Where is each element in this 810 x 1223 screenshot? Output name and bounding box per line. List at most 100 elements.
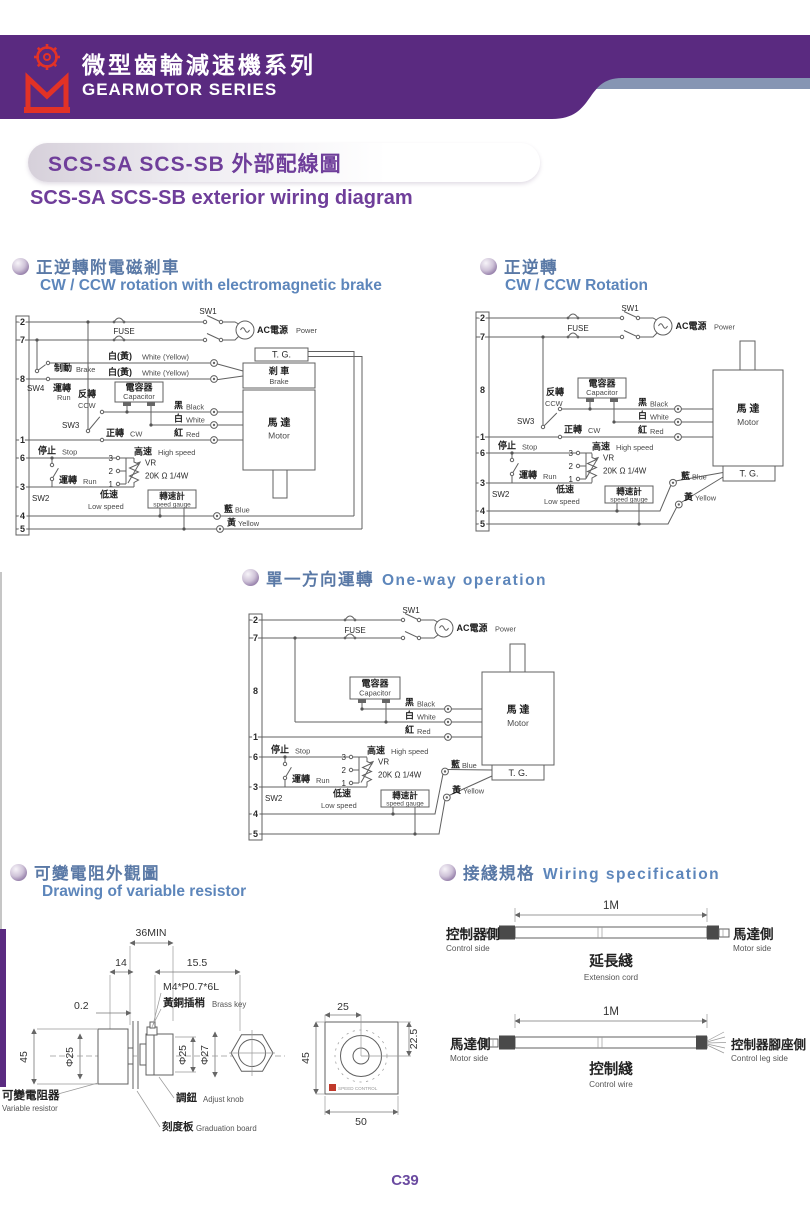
- label-red-zh: 紅: [638, 424, 647, 435]
- label-brass-zh: 黃銅插梢: [162, 996, 205, 1009]
- label-sel2: 2: [569, 462, 574, 471]
- page-title-pill: SCS-SA SCS-SB 外部配線圖: [28, 143, 540, 182]
- bullet-icon: [10, 864, 27, 881]
- label-white-en: White: [417, 713, 436, 722]
- speed-gauge-box: [147, 489, 197, 509]
- section-brake-title-en: CW / CCW rotation with electromagnetic b…: [40, 277, 382, 294]
- page-edge-bar: [0, 929, 6, 1087]
- svg-text:2: 2: [253, 615, 258, 625]
- label-sw3: SW3: [517, 417, 535, 426]
- label-yellow-en: Yellow: [238, 519, 260, 528]
- extension-cord: 1M 控制器側 Control side 馬達側 Motor side 延長綫 …: [446, 900, 774, 982]
- label-yellow-zh: 黃: [683, 491, 693, 502]
- label-sw3: SW3: [62, 421, 80, 430]
- svg-text:6: 6: [20, 453, 25, 463]
- wiring-diagram-rotation: 2 7 8 1 6 3 4 5 SW1 FUSE AC電源 Power 反轉 C…: [475, 305, 784, 532]
- label-red-en: Red: [417, 727, 431, 736]
- cable2-left-zh: 馬達側: [450, 1036, 491, 1052]
- label-wy-zh: 白(黃): [108, 366, 132, 377]
- label-black-en: Black: [417, 700, 435, 709]
- diagram-labels: SW1 FUSE AC電源 Power 反轉 CCW 電容器 Capacitor…: [492, 305, 759, 506]
- label-sw2: SW2: [492, 490, 510, 499]
- label-wy-en: White (Yellow): [142, 353, 189, 362]
- svg-text:1: 1: [480, 432, 485, 442]
- cable2-length: 1M: [603, 1006, 619, 1018]
- svg-text:2: 2: [480, 313, 485, 323]
- label-brass-en: Brass key: [212, 1000, 246, 1009]
- label-run-en: Run: [83, 477, 97, 486]
- label-motor-en: Motor: [737, 417, 759, 427]
- dim-left: 14: [115, 957, 127, 969]
- label-sel2: 2: [342, 766, 347, 775]
- cable1-length: 1M: [603, 900, 619, 912]
- label-stop-en: Stop: [295, 747, 310, 756]
- cable1-right-en: Motor side: [733, 944, 772, 953]
- bullet-icon: [439, 864, 456, 881]
- label-brake-en: Brake: [76, 365, 95, 374]
- fuse-icon: [566, 332, 580, 339]
- section-resistor-title-en: Drawing of variable resistor: [42, 883, 247, 900]
- label-sw2: SW2: [32, 494, 50, 503]
- svg-text:8: 8: [253, 686, 258, 696]
- thread-callout: M4*P0.7*6L: [163, 981, 219, 993]
- label-knob-zh: 調鈕: [176, 1091, 197, 1104]
- label-cap-en: Capacitor: [359, 689, 391, 698]
- label-stop-en: Stop: [522, 443, 537, 452]
- label-black-zh: 黑: [174, 401, 183, 411]
- ac-source-icon: [653, 316, 673, 336]
- dim-d25-body: Φ25: [64, 1047, 76, 1067]
- label-sw4: SW4: [27, 384, 45, 393]
- label-stop-zh: 停止: [38, 445, 56, 456]
- wires: [249, 613, 554, 835]
- label-ccw-zh: 反轉: [78, 388, 96, 399]
- cable1-name-en: Extension cord: [584, 973, 639, 982]
- label-run-zh: 運轉: [53, 382, 71, 393]
- lead-terminals: [669, 405, 683, 509]
- variable-resistor-icon: [127, 457, 141, 488]
- dim-height: 45: [18, 1051, 30, 1063]
- label-run-zh: 運轉: [292, 773, 310, 784]
- cable1-right-zh: 馬達側: [733, 926, 774, 942]
- label-vr-spec: 20K Ω 1/4W: [603, 467, 647, 476]
- svg-text:3: 3: [253, 782, 258, 792]
- label-high-en: High speed: [158, 448, 195, 457]
- svg-text:7: 7: [480, 332, 485, 342]
- cable-connector: [499, 925, 515, 940]
- label-yellow-zh: 黃: [451, 784, 461, 795]
- page-edge-line: [0, 572, 2, 929]
- label-tg: T. G.: [508, 768, 527, 778]
- label-low-zh: 低速: [555, 484, 574, 495]
- dim-d25-knob: Φ25: [177, 1045, 189, 1065]
- label-black-en: Black: [650, 400, 668, 409]
- label-wy-zh: 白(黃): [108, 350, 132, 361]
- cable2-right-en: Control leg side: [731, 1054, 788, 1063]
- badge-text: SPEED CONTROL: [338, 1086, 378, 1091]
- label-cap-en: Capacitor: [586, 388, 618, 397]
- label-ac-zh: AC電源: [257, 324, 288, 335]
- label-blue-en: Blue: [462, 761, 477, 770]
- wiring-diagram-brake: 2 7 8 1 6 3 4 5 SW1 FUSE AC電源 Power 白(黃)…: [15, 307, 363, 536]
- label-sw1: SW1: [402, 606, 420, 615]
- capacitor-box: [577, 377, 627, 399]
- switch-contacts: [34, 319, 224, 531]
- label-high-zh: 高速: [134, 446, 152, 457]
- label-sel3: 3: [109, 454, 114, 463]
- label-low-zh: 低速: [332, 788, 351, 799]
- label-white-en: White: [186, 416, 205, 425]
- label-high-en: High speed: [616, 443, 653, 452]
- label-red-zh: 紅: [405, 724, 414, 735]
- fuse-icon: [566, 313, 580, 320]
- cable1-left-zh: 控制器側: [446, 926, 500, 942]
- label-gauge-en: speed gauge: [386, 801, 424, 808]
- label-ac-en: Power: [296, 326, 317, 335]
- label-cap-zh: 電容器: [361, 678, 389, 689]
- front-view: SPEED CONTROL 25 22.5 45 50: [300, 1001, 420, 1128]
- svg-text:4: 4: [20, 511, 25, 521]
- side-view: [97, 1021, 275, 1089]
- label-vr: VR: [378, 758, 389, 767]
- terminal-numbers: 2 7 8 1 6 3 4 5: [18, 316, 26, 536]
- motor-box: [481, 671, 555, 766]
- label-run-zh: 運轉: [59, 474, 77, 485]
- label-sel1: 1: [569, 475, 574, 484]
- label-sel2: 2: [109, 467, 114, 476]
